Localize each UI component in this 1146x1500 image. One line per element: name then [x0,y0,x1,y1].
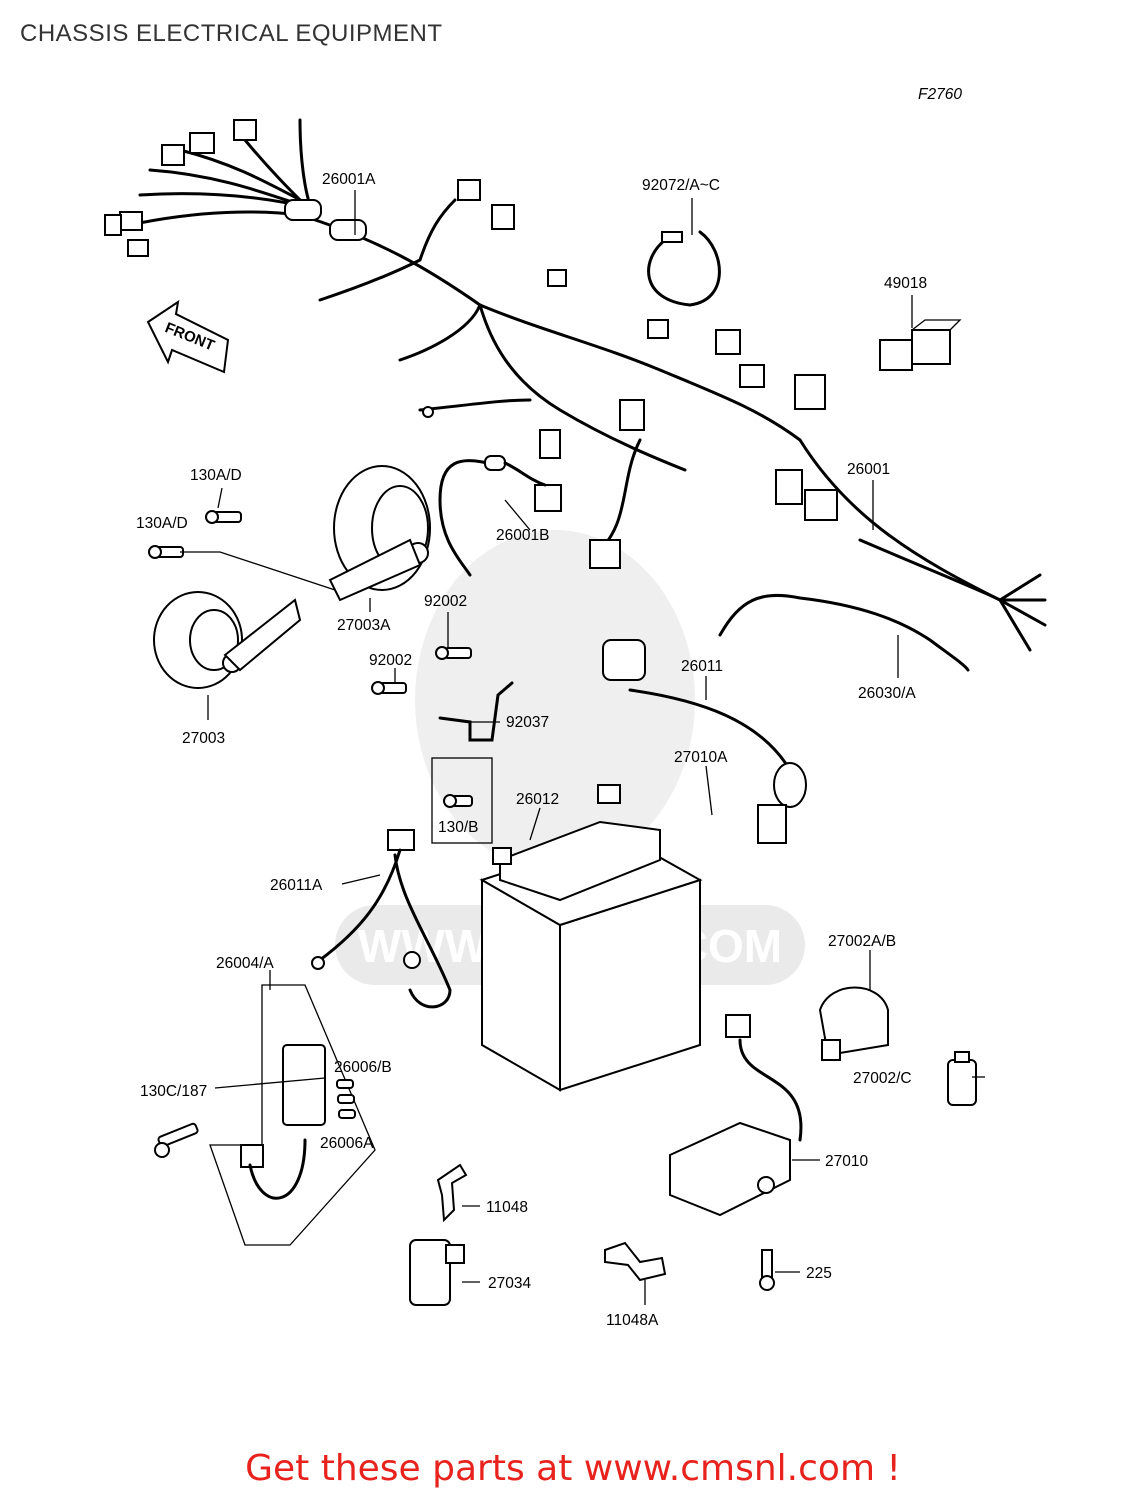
figure-code: F2760 [918,86,962,103]
unit-27034 [409,1239,465,1306]
label-92072: 92072/A~C [642,177,720,194]
bolt-130C187 [154,1122,199,1158]
label-26006A: 26006A [320,1135,374,1152]
label-49018: 49018 [884,275,927,292]
bolts-92002 [371,646,472,695]
label-92037: 92037 [506,714,549,731]
bracket-11048 [436,1163,468,1223]
unit-27002C [947,1051,977,1106]
horn-27003 [153,591,302,689]
label-27003: 27003 [182,730,225,747]
label-26001A: 26001A [322,171,376,188]
label-11048A: 11048A [606,1312,659,1329]
label-92002-2: 92002 [369,652,412,669]
bracket-92037 [438,681,514,742]
cmsnl-footer-link[interactable]: Get these parts at www.cmsnl.com ! [245,1448,901,1489]
label-225: 225 [806,1265,832,1282]
label-26001B: 26001B [496,527,549,544]
label-27034: 27034 [488,1275,531,1292]
label-27003A: 27003A [337,617,391,634]
unit-27010 [669,1014,803,1291]
label-92002-1: 92002 [424,593,467,610]
part-labels: 26001A 92072/A~C 49018 26001 26001B 130A… [136,171,927,1329]
label-27002AB: 27002A/B [828,933,896,950]
label-130C187: 130C/187 [140,1083,207,1100]
flasher-27002AB [818,986,889,1061]
cable-26011 [602,639,807,844]
label-26030A: 26030/A [858,685,916,702]
front-arrow-icon: FRONT [146,299,230,374]
leader-lines [180,190,985,1305]
label-26001: 26001 [847,461,890,478]
label-130B: 130/B [438,819,479,836]
label-11048: 11048 [486,1199,528,1216]
label-26004A: 26004/A [216,955,274,972]
label-130AD-2: 130A/D [136,515,188,532]
label-27010A: 27010A [674,749,728,766]
horn-27003A [328,465,431,602]
bolts-130AD [148,510,242,559]
page-title: CHASSIS ELECTRICAL EQUIPMENT [20,20,443,47]
strap-92072 [647,230,721,307]
harness-26030A [718,593,970,672]
relay-49018 [879,319,962,371]
label-27010: 27010 [825,1153,868,1170]
parts-diagram: WWW.CMSNL.COM F2760 FRONT [104,86,1047,1329]
label-26011: 26011 [681,658,723,675]
label-27002C: 27002/C [853,1070,912,1087]
label-130AD-1: 130A/D [190,467,242,484]
cable-26011A [311,829,452,1009]
label-26011A: 26011A [270,877,323,894]
label-26012: 26012 [516,791,559,808]
regulator-26004A [209,984,376,1246]
battery-26012 [479,784,703,1092]
main-wiring-harness [104,118,1047,652]
bracket-11048A [604,1241,667,1282]
sub-harness-26001B [438,455,547,577]
bolt-box-130B [431,757,493,844]
label-26006B: 26006/B [334,1059,392,1076]
